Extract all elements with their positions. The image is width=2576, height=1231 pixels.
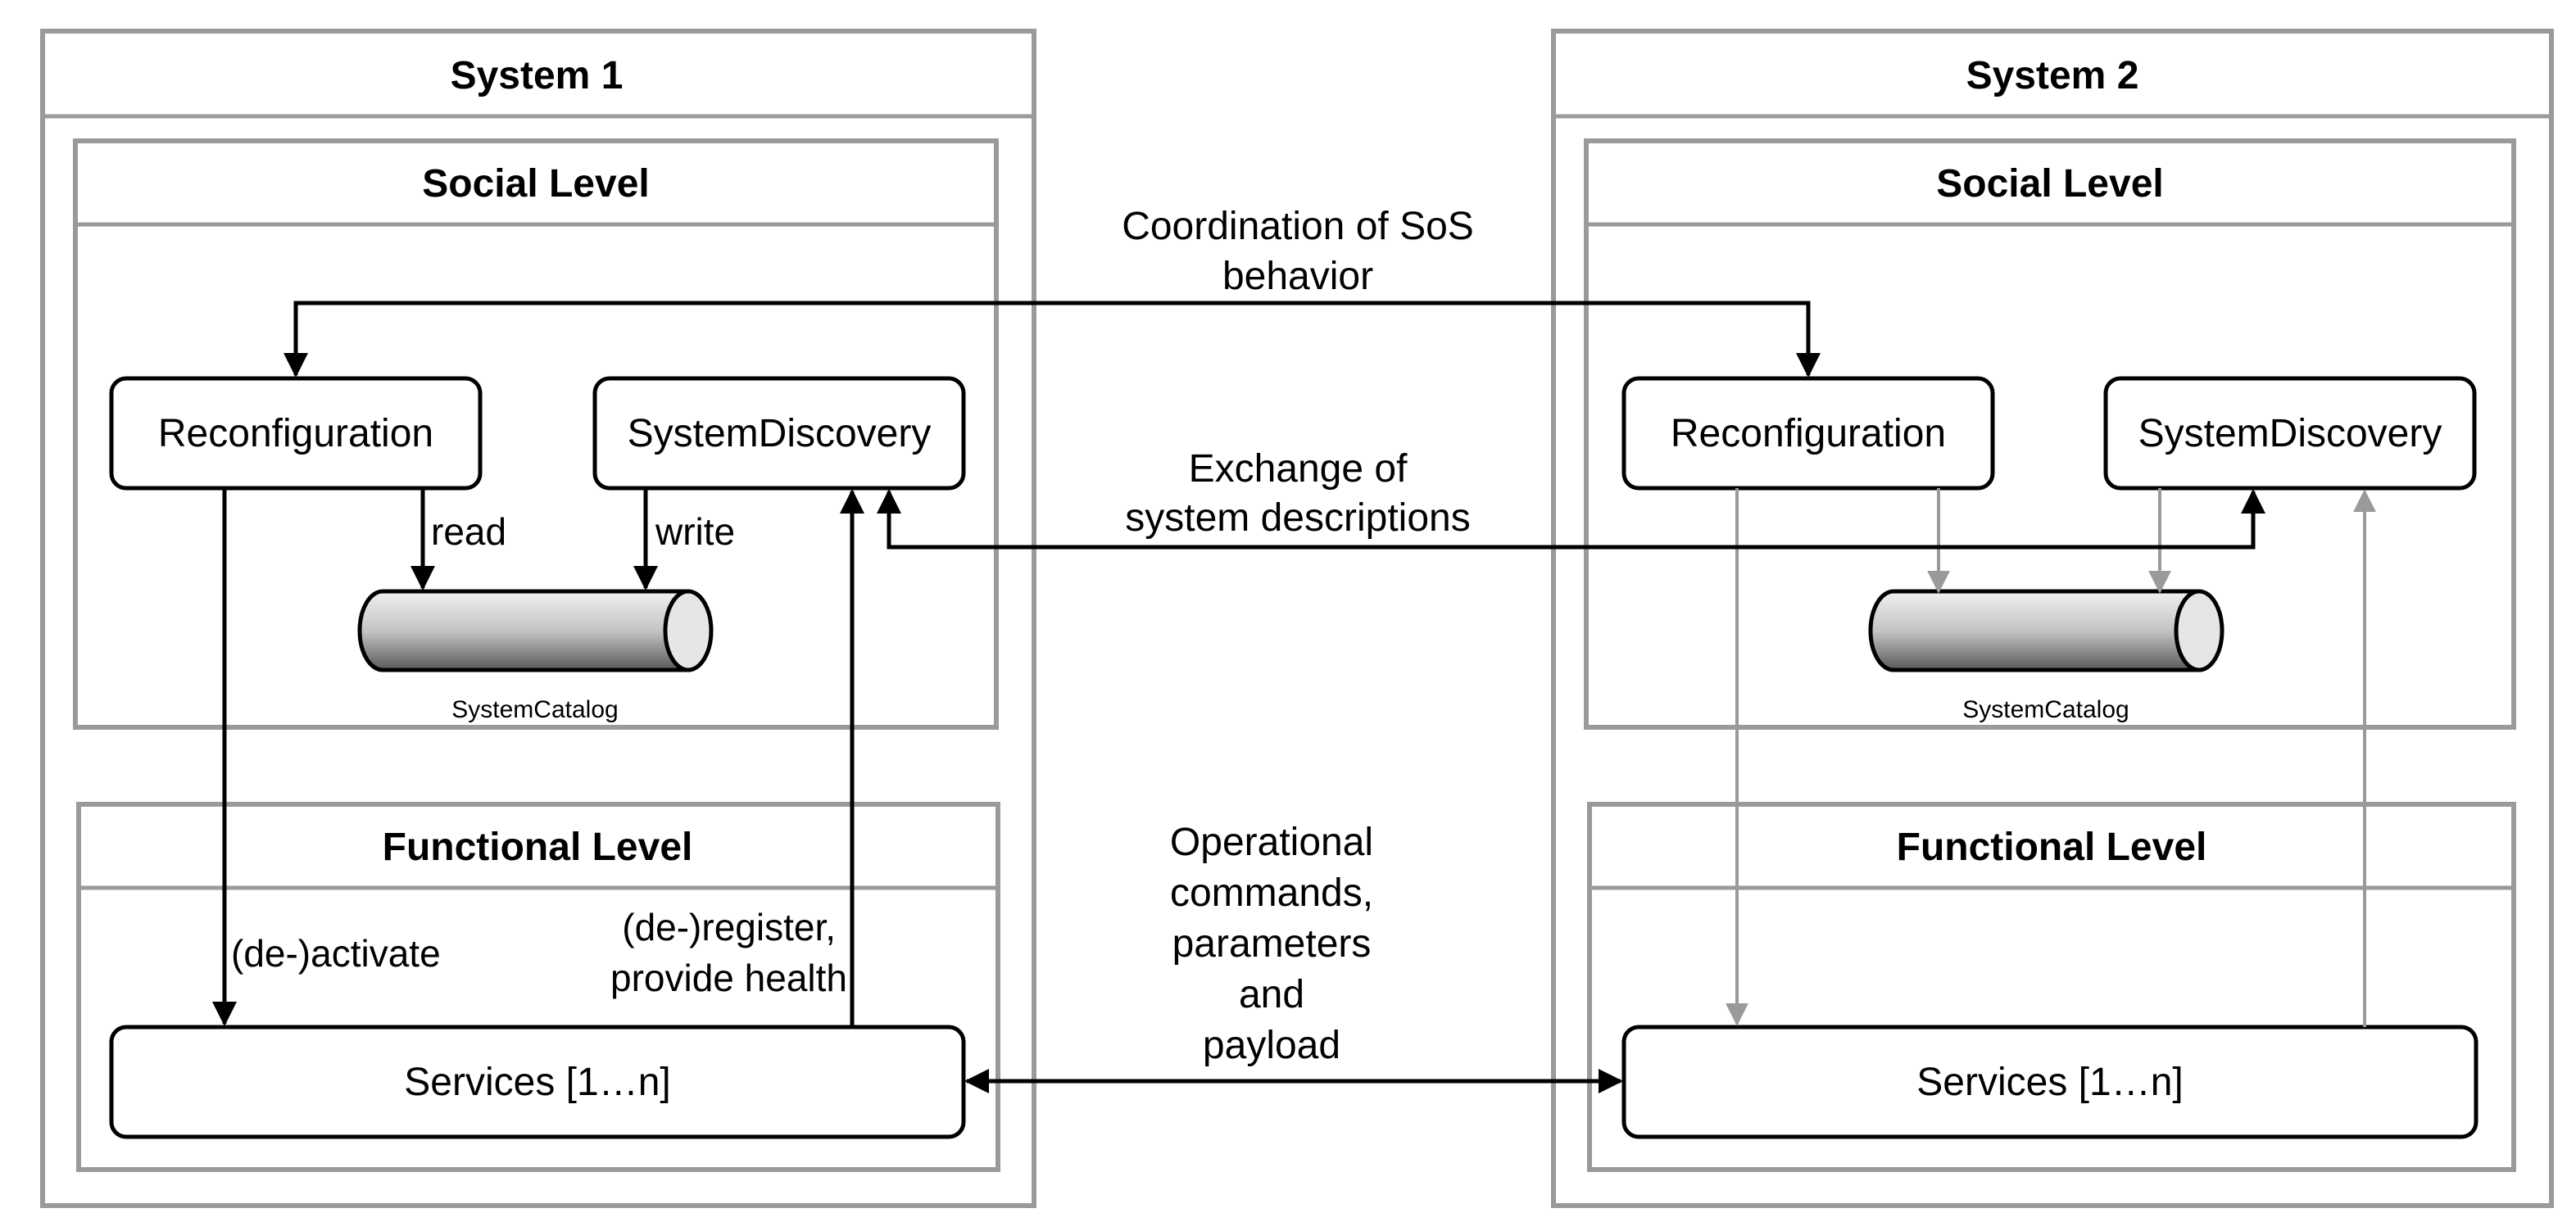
system1-services: Services [1…n] <box>109 1025 966 1139</box>
system2-services-label: Services [1…n] <box>1916 1061 2183 1104</box>
exchange-label-line1: Exchange of <box>1189 447 1408 491</box>
coordination-arrow <box>283 301 1821 378</box>
operational-label-line5: payload <box>1203 1024 1340 1067</box>
system1-system-discovery-label: SystemDiscovery <box>628 412 932 455</box>
system2-services: Services [1…n] <box>1621 1025 2478 1139</box>
operational-label-line2: commands, <box>1170 871 1373 915</box>
coordination-label-line2: behavior <box>1222 255 1373 298</box>
system2-system-discovery: SystemDiscovery <box>2103 376 2477 491</box>
operational-label-line3: parameters <box>1172 922 1372 966</box>
system1-title: System 1 <box>451 54 624 97</box>
operational-label-line1: Operational <box>1170 821 1373 864</box>
system1-social-title: Social Level <box>422 162 649 206</box>
system2-system-discovery-label: SystemDiscovery <box>2138 412 2442 455</box>
system2-social-title: Social Level <box>1936 162 2163 206</box>
register-label-line1: (de-)register, <box>622 906 836 948</box>
register-label-line2: provide health <box>610 957 847 999</box>
exchange-label-line2: system descriptions <box>1125 496 1470 540</box>
system1-functional-title: Functional Level <box>383 826 693 869</box>
system2-functional-title: Functional Level <box>1897 826 2207 869</box>
operational-label-line4: and <box>1239 973 1304 1016</box>
system1-catalog-label: SystemCatalog <box>451 696 618 723</box>
system2-title: System 2 <box>1966 54 2139 97</box>
coordination-label-line1: Coordination of SoS <box>1122 205 1474 248</box>
exchange-arrow <box>877 489 2265 550</box>
system2-reconfiguration: Reconfiguration <box>1621 376 1995 491</box>
system1-system-discovery: SystemDiscovery <box>592 376 966 491</box>
system1-reconfiguration-label: Reconfiguration <box>158 412 433 455</box>
write-label: write <box>655 510 735 553</box>
activate-label: (de-)activate <box>231 932 441 975</box>
system1-system-catalog: SystemCatalog <box>357 589 714 723</box>
read-label: read <box>431 510 506 553</box>
system1-reconfiguration: Reconfiguration <box>109 376 483 491</box>
system2-system-catalog: SystemCatalog <box>1868 589 2225 723</box>
system2-reconfiguration-label: Reconfiguration <box>1671 412 1946 455</box>
system2-catalog-label: SystemCatalog <box>1962 696 2129 723</box>
system1-services-label: Services [1…n] <box>404 1061 670 1104</box>
